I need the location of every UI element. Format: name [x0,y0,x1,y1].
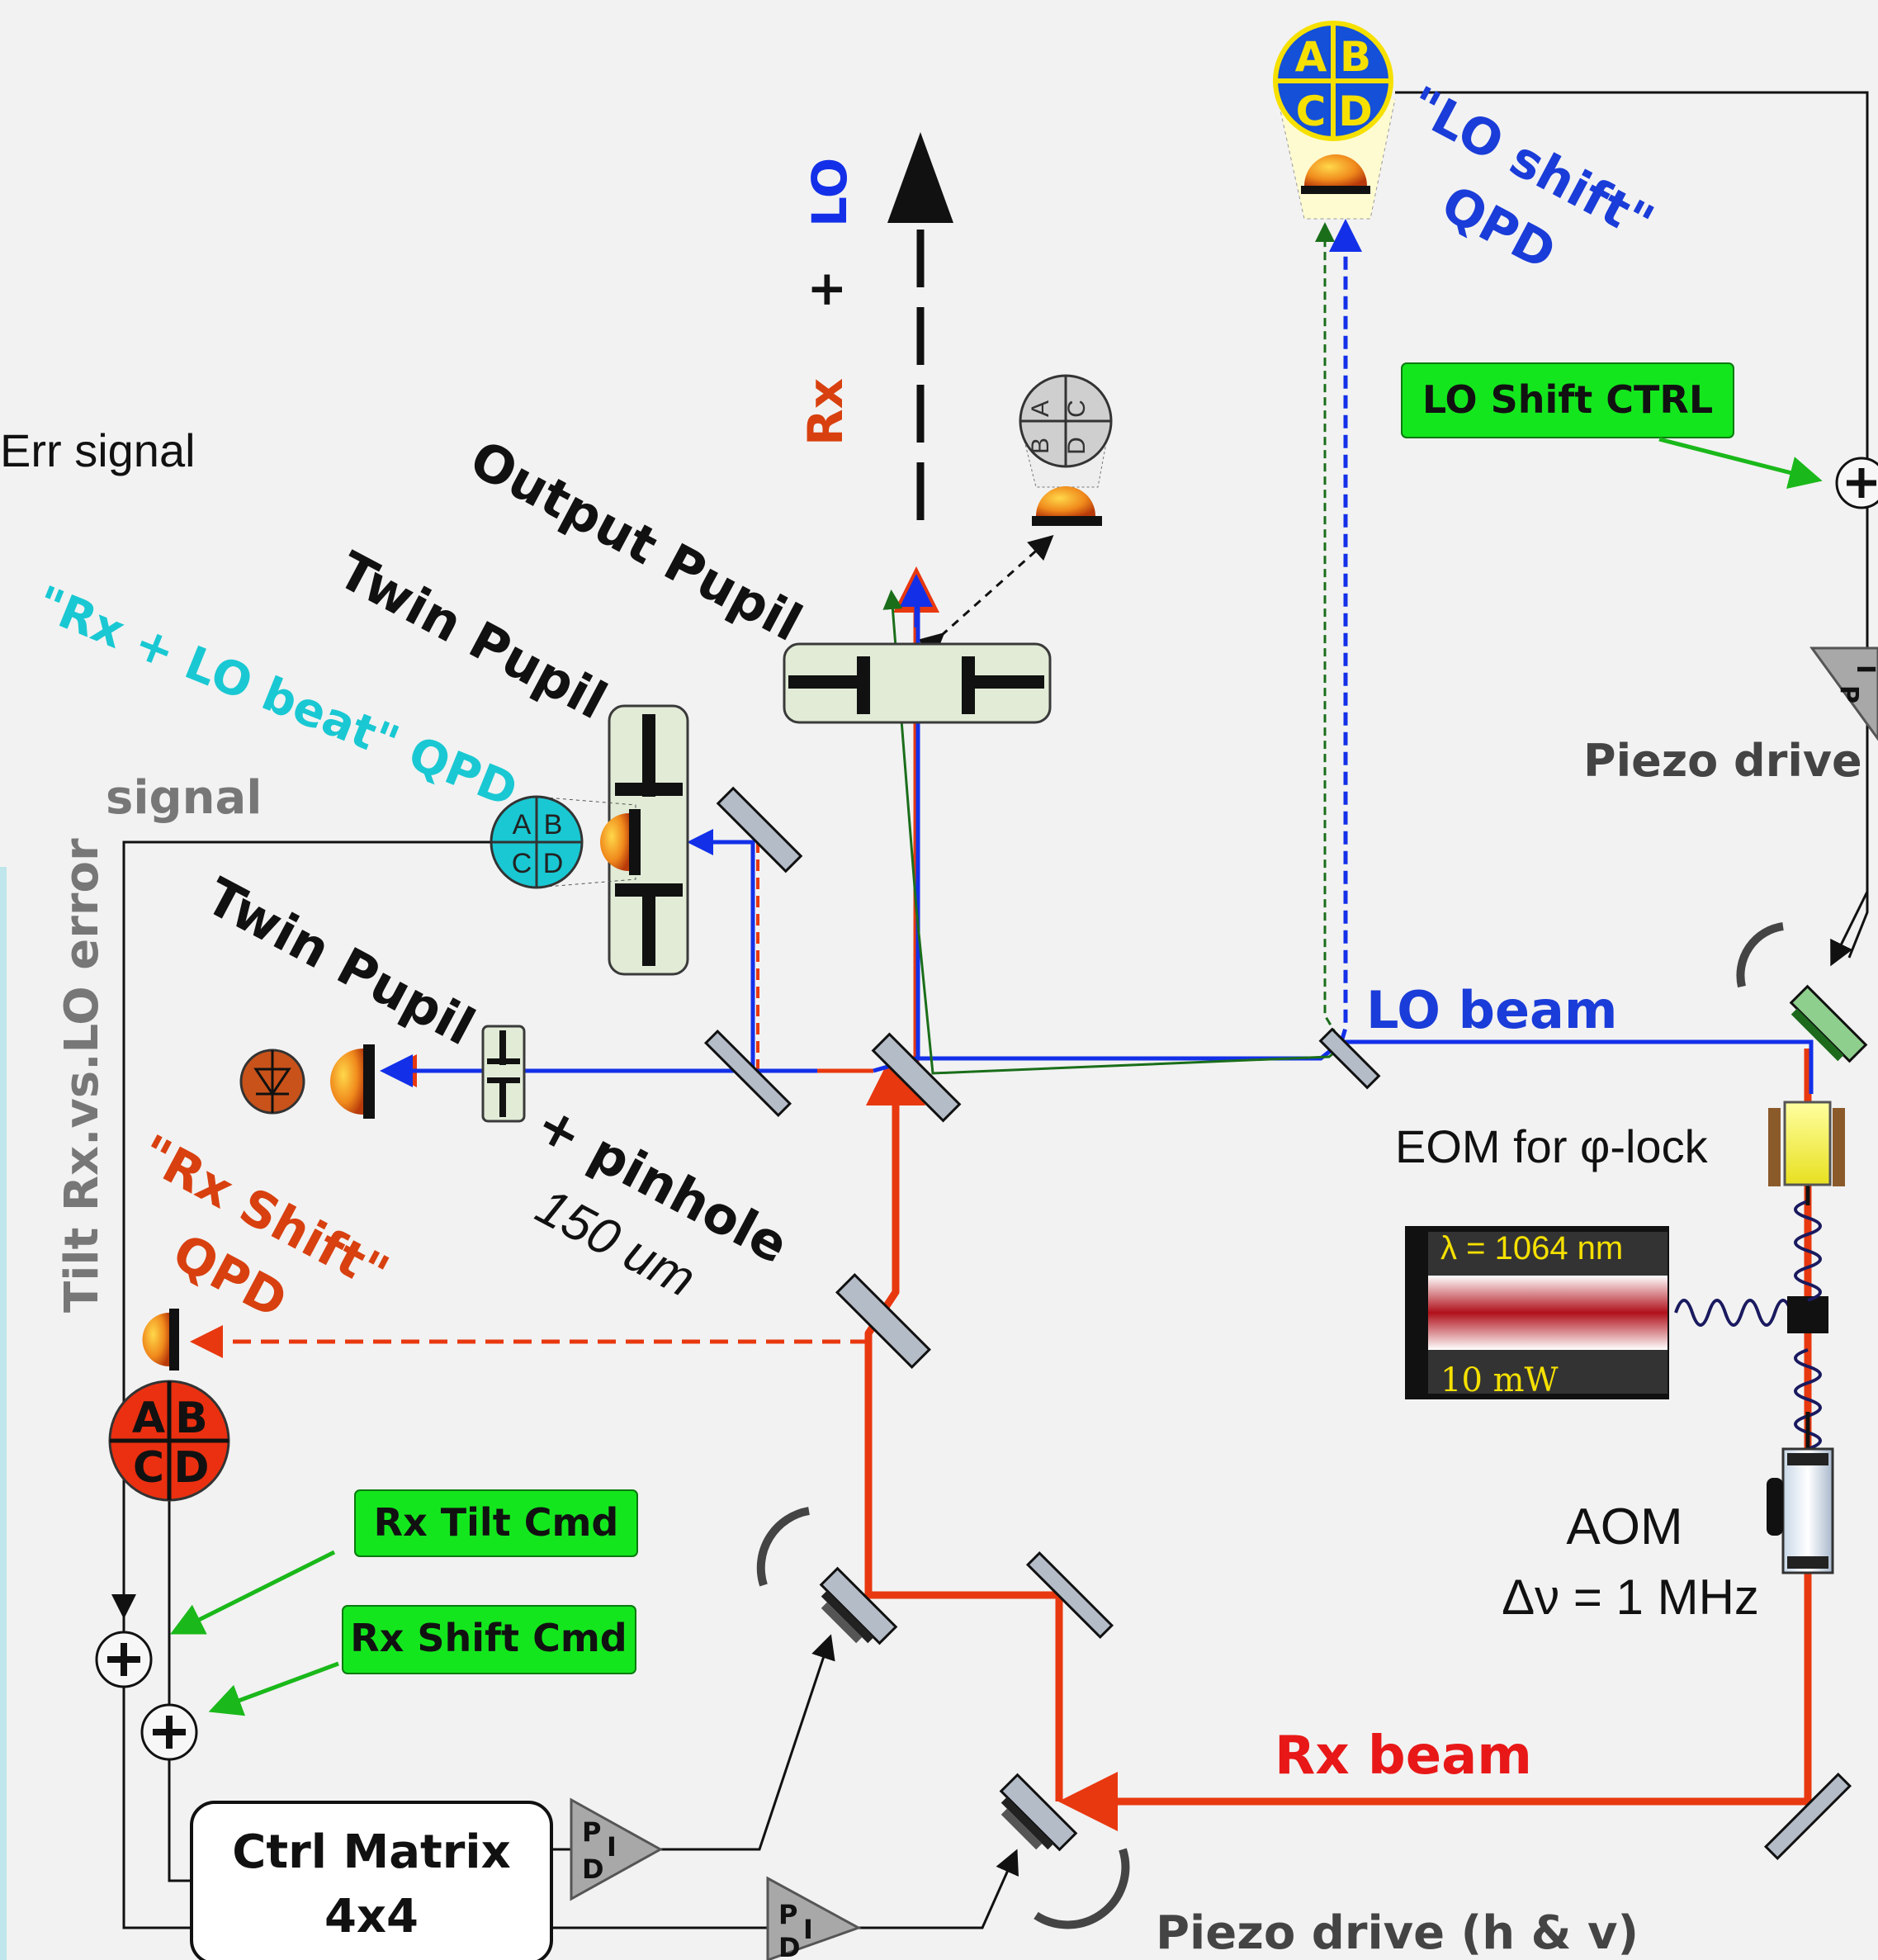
svg-text:P: P [1834,685,1863,703]
lo-shift-sample [1329,219,1362,1043]
output-rx-label: Rx [797,378,854,446]
piezo-mirror-lower [999,1773,1078,1852]
mirrors [703,786,1852,1861]
quadrant-c: C [1296,88,1327,135]
svg-text:D: D [1063,437,1090,455]
svg-text:I: I [803,1914,813,1945]
twin-pupil-large [608,704,689,976]
svg-text:C: C [1063,400,1090,418]
control-wiring [111,91,1869,1929]
rx-tilt-cmd-box: Rx Tilt Cmd [354,1489,638,1557]
sum-junction-shift [140,1703,198,1761]
tilt-error-label: Tilt Rx.vs.LO error [55,838,109,1313]
quadrant-b: B [1340,33,1371,81]
rx-beam-label: Rx beam [1275,1726,1532,1787]
rotation-arc [756,1507,810,1587]
svg-text:B: B [1027,438,1054,454]
sum-junction-lo [1835,457,1878,509]
svg-text:P: P [778,1899,797,1930]
output-qpd: A B C D [1019,374,1113,526]
piezo-drive-label: Piezo drive [1583,735,1862,787]
output-plus-label: + [797,269,854,310]
fiber-splitter [1787,1296,1828,1333]
piezo-mirror-upper [819,1566,898,1645]
aom [1767,1447,1834,1574]
panel-edge [0,867,7,1960]
svg-text:B: B [175,1394,208,1443]
laser-power: 10 mW [1440,1361,1559,1399]
svg-text:LO Shift CTRL: LO Shift CTRL [1422,377,1713,422]
laser: λ = 1064 nm 10 mW [1405,1226,1669,1399]
svg-text:Rx Shift Cmd: Rx Shift Cmd [350,1616,627,1660]
laser-wavelength: λ = 1064 nm [1440,1230,1623,1266]
svg-text:C: C [133,1443,164,1493]
output-lo-label: LO [802,158,858,227]
aom-frequency-label: Δν = 1 MHz [1502,1569,1759,1625]
twin-pupil-small [481,1025,526,1123]
err-signal-label: Err signal [0,424,196,476]
eom [1768,1101,1845,1186]
svg-text:D: D [778,1932,801,1960]
quadrant-d: D [1338,88,1373,135]
lo-shift-ctrl-box: LO Shift CTRL [1401,362,1734,438]
piezo-drive-hv-label: Piezo drive (h & v) [1156,1906,1639,1960]
sum-junction-tilt [95,1631,153,1688]
svg-text:A: A [1027,400,1054,417]
lo-beam-label: LO beam [1366,980,1617,1040]
svg-text:B: B [544,809,563,840]
svg-text:D: D [543,848,564,879]
svg-text:P: P [582,1816,601,1848]
svg-text:C: C [512,848,532,879]
wire-pid-to-piezo1 [660,1634,835,1851]
main-beamsplitter [871,1032,962,1123]
output-pupil [783,642,1052,724]
beat-qpd: A B C D [490,795,641,889]
twin-pupil-label-bottom: Twin Pupil [196,866,485,1058]
twin-pupil-label-top: Twin Pupil [329,540,617,731]
svg-text:A: A [132,1394,165,1443]
piezo-mirror-lo [1789,984,1868,1063]
aom-label: AOM [1566,1498,1682,1555]
lo-shift-qpd: A B C D [1273,21,1396,220]
output-pupil-label: Output Pupil [461,428,811,653]
svg-text:I: I [1851,665,1878,674]
summing-junctions [95,457,1878,1761]
svg-text:A: A [513,809,532,840]
pid-controller-lo: P I [1809,646,1878,741]
twin-pupil-detector [239,1044,375,1119]
wire-rxshift-signal [168,1465,192,1882]
pid-controller-lower: P I D [766,1876,862,1960]
svg-text:D: D [582,1853,604,1885]
rx-shift-cmd-box: Rx Shift Cmd [342,1605,636,1674]
svg-text:I: I [607,1831,617,1863]
svg-text:D: D [173,1443,209,1493]
svg-text:Ctrl Matrix: Ctrl Matrix [232,1825,510,1879]
eom-label: EOM for φ-lock [1395,1120,1709,1172]
svg-text:Rx Tilt Cmd: Rx Tilt Cmd [374,1500,619,1545]
signal-label: signal [106,771,262,825]
ctrl-matrix: Ctrl Matrix 4x4 [190,1801,553,1960]
rx-shift-qpd: A B C D [108,1309,230,1502]
quadrant-a: A [1295,33,1327,81]
svg-text:4x4: 4x4 [324,1890,419,1943]
fiber-coil [1674,1299,1809,1327]
wire-output-qpd [918,535,1054,659]
pid-controller-upper: P I D [570,1797,664,1901]
wire-pid-to-piezo2 [859,1849,1019,1929]
